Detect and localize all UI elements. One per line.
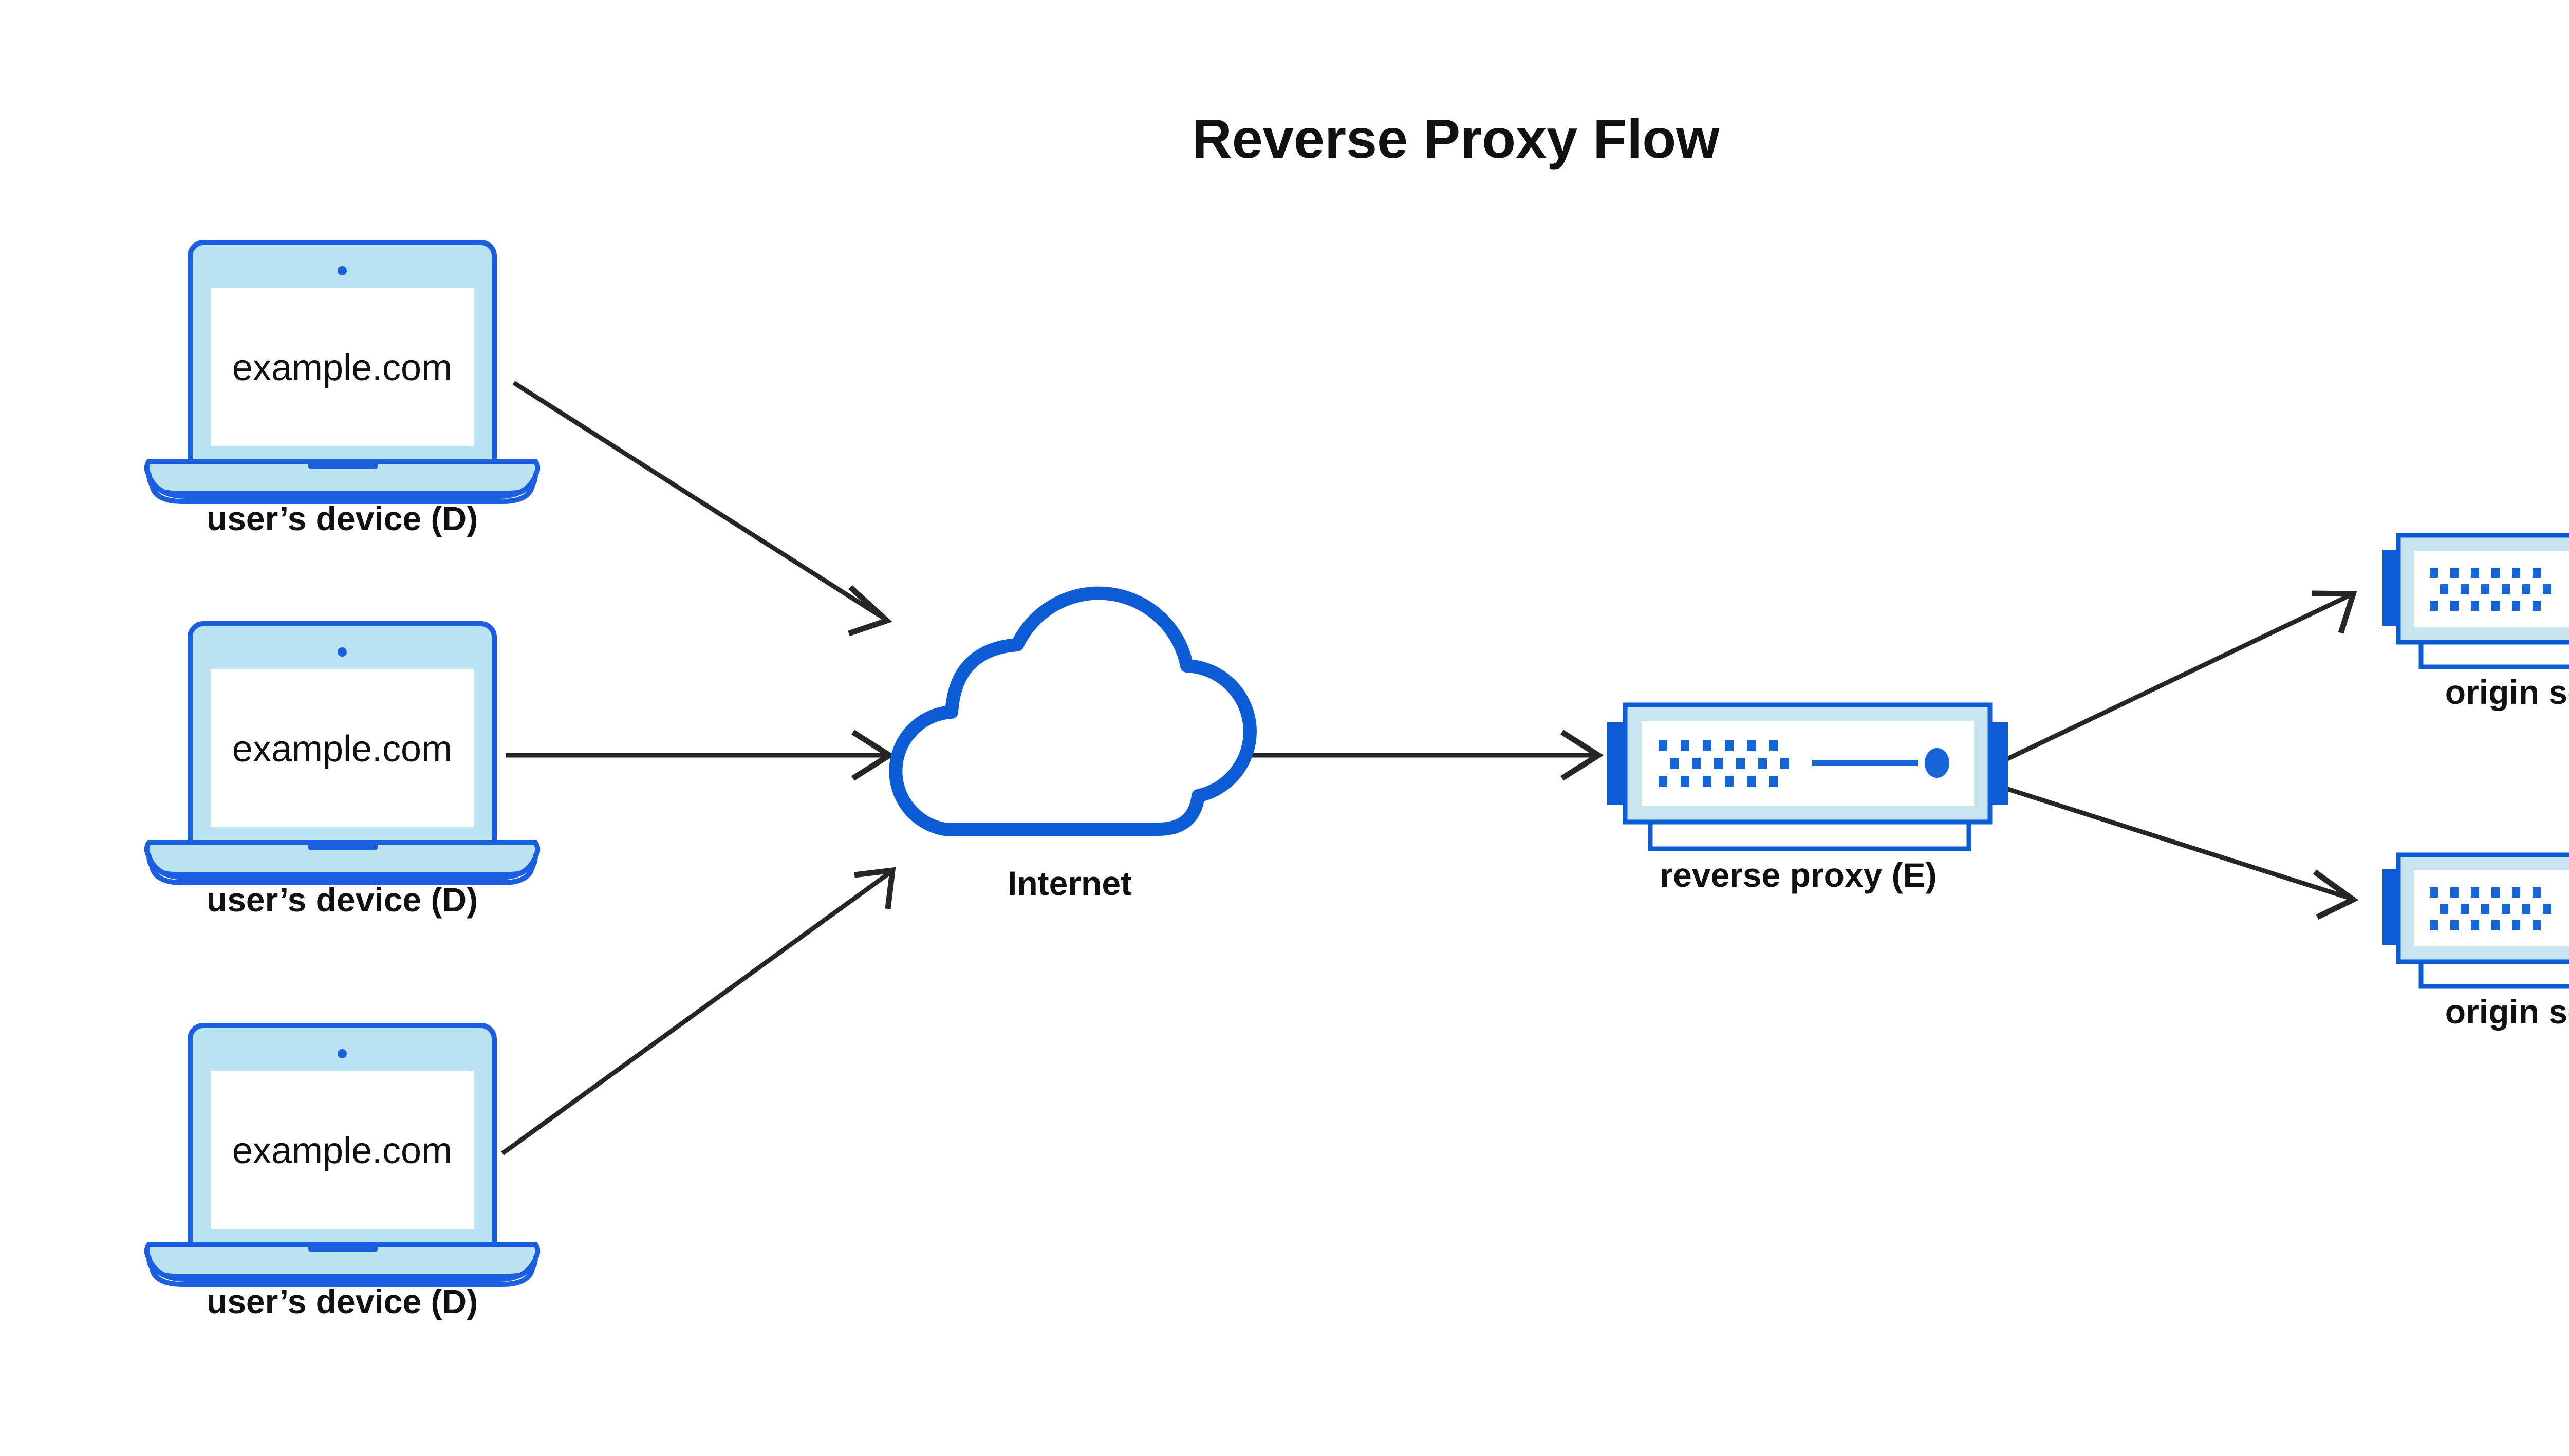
client-label: user’s device (D) bbox=[207, 881, 478, 919]
client-screen-text: example.com bbox=[232, 729, 452, 770]
edge-proxy-to-origin-bottom bbox=[2005, 786, 2359, 920]
proxy-label: reverse proxy (E) bbox=[1660, 856, 1937, 894]
server-icon bbox=[2382, 852, 2569, 989]
edge-internet-to-proxy bbox=[1238, 730, 1604, 781]
edge-client-bottom-to-internet bbox=[501, 867, 896, 1155]
internet-label: Internet bbox=[1008, 864, 1132, 902]
node-client-middle[interactable]: example.com user’s device (D) bbox=[144, 621, 541, 919]
node-origin-bottom[interactable]: origin server (F) bbox=[2382, 852, 2569, 1031]
node-client-top[interactable]: example.com user’s device (D) bbox=[144, 240, 541, 537]
client-screen-text: example.com bbox=[232, 347, 452, 388]
client-screen-text: example.com bbox=[232, 1130, 452, 1171]
node-internet[interactable]: Internet bbox=[889, 586, 1257, 902]
node-client-bottom[interactable]: example.com user’s device (D) bbox=[144, 1023, 541, 1320]
origin-label: origin server (F) bbox=[2445, 673, 2569, 711]
client-label: user’s device (D) bbox=[207, 499, 478, 537]
server-icon bbox=[1607, 702, 2008, 851]
laptop-icon bbox=[144, 1023, 541, 1287]
edge-client-middle-to-internet bbox=[506, 730, 895, 781]
edge-client-top-to-internet bbox=[512, 381, 892, 637]
edge-proxy-to-origin-top bbox=[2005, 590, 2357, 762]
client-label: user’s device (D) bbox=[207, 1282, 478, 1320]
laptop-icon bbox=[144, 621, 541, 885]
page-title: Reverse Proxy Flow bbox=[1192, 107, 1720, 170]
cloud-icon bbox=[889, 586, 1257, 836]
laptop-icon bbox=[144, 240, 541, 504]
node-origin-top[interactable]: origin server (F) bbox=[2382, 533, 2569, 711]
origin-label: origin server (F) bbox=[2445, 993, 2569, 1031]
server-icon bbox=[2382, 533, 2569, 669]
node-reverse-proxy[interactable]: reverse proxy (E) bbox=[1607, 702, 2008, 894]
